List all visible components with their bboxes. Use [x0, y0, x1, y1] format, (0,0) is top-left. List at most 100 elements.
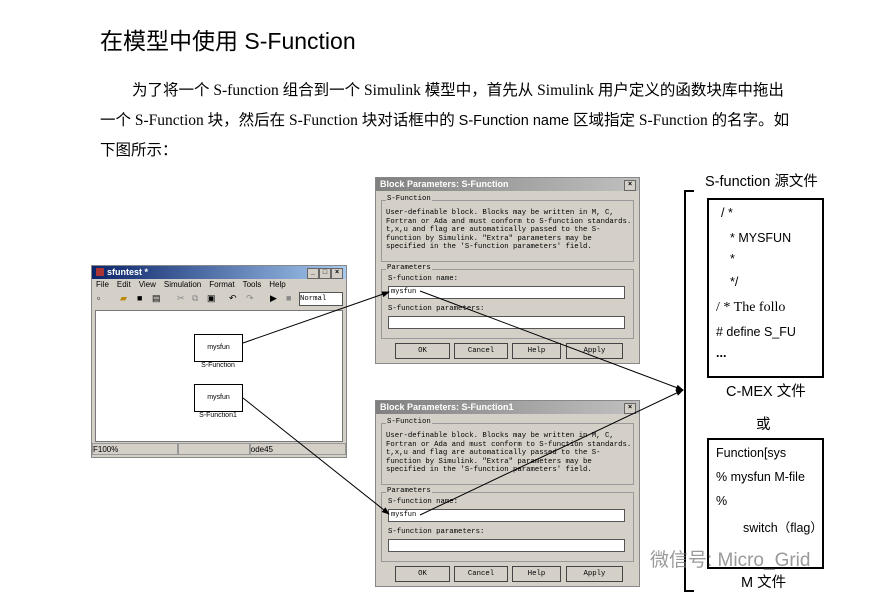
block-label: S-Function1: [199, 412, 237, 419]
menu-edit[interactable]: Edit: [116, 280, 131, 289]
params-label: S-function parameters:: [388, 305, 485, 313]
text: 区域指定 S-Function 的名字。如: [569, 112, 790, 129]
title-bar: Block Parameters: S-Function ×: [376, 178, 639, 191]
arrow: [419, 389, 684, 516]
menu-bar: File Edit View Simulation Format Tools Help: [92, 279, 346, 291]
close-button[interactable]: ×: [624, 403, 636, 414]
redo-icon[interactable]: ↷: [246, 293, 254, 303]
description-text: User-definable block. Blocks may be writ…: [386, 432, 632, 475]
sfunction-name-input[interactable]: mysfun: [388, 509, 625, 522]
menu-format[interactable]: Format: [209, 280, 235, 289]
stop-icon[interactable]: ■: [286, 293, 292, 303]
menu-view[interactable]: View: [138, 280, 156, 289]
apply-button[interactable]: Apply: [566, 343, 623, 359]
status-zoom: F100%: [92, 443, 179, 455]
status-empty: [178, 443, 250, 455]
menu-simulation[interactable]: Simulation: [163, 280, 202, 289]
paragraph-line-1: 为了将一个 S-function 组合到一个 Simulink 模型中，首先从 …: [132, 82, 784, 99]
watermark: 微信号: Micro_Grid: [650, 550, 811, 571]
cmex-code-box: / * * MYSFUN * */ / * The follo # define…: [707, 198, 824, 378]
code-line: * MYSFUN: [730, 231, 792, 245]
arrow: [242, 397, 390, 515]
model-window: sfuntest * _□× File Edit View Simulation For…: [91, 265, 347, 458]
source-heading: S-function 源文件: [705, 174, 818, 190]
block-label: S-Function: [201, 362, 235, 369]
group-label: S-Function: [386, 418, 432, 426]
cmex-label: C-MEX 文件: [726, 384, 806, 400]
help-button[interactable]: Help: [512, 566, 561, 582]
new-icon[interactable]: ▫: [97, 293, 101, 303]
description-text: User-definable block. Blocks may be writ…: [386, 209, 632, 252]
simulink-icon: [96, 268, 104, 276]
sfunction-parameters-input[interactable]: [388, 316, 625, 329]
name-label: S-function name:: [388, 498, 459, 506]
code-line: # define S_FU: [716, 325, 796, 339]
code-line: %: [716, 494, 728, 508]
group-label: Parameters: [386, 487, 432, 495]
menu-file[interactable]: File: [96, 280, 109, 289]
code-line: ...: [716, 346, 727, 360]
params-label: S-function parameters:: [388, 528, 485, 536]
emphasis: S-Function name: [458, 113, 570, 129]
dialog-title: Block Parameters: S-Function1: [380, 402, 514, 412]
start-icon[interactable]: ▶: [270, 293, 277, 303]
close-button[interactable]: ×: [331, 268, 343, 279]
cut-icon[interactable]: ✂: [177, 293, 185, 303]
paste-icon[interactable]: ▣: [207, 293, 216, 303]
help-button[interactable]: Help: [512, 343, 561, 359]
arrow: [419, 290, 684, 391]
apply-button[interactable]: Apply: [566, 566, 623, 582]
status-bar: F100% ode45: [92, 443, 346, 455]
m-file-label: M 文件: [741, 575, 787, 591]
group-label: Parameters: [386, 264, 432, 272]
code-line: / * The follo: [716, 300, 786, 315]
print-icon[interactable]: ▤: [152, 293, 161, 303]
block-parameters-dialog-1: Block Parameters: S-Function × S-Function…: [375, 177, 640, 364]
sfunction-parameters-input[interactable]: [388, 539, 625, 552]
page-title: 在模型中使用 S-Function: [100, 28, 356, 54]
or-label: 或: [756, 417, 771, 433]
parameters-group: Parameters S-function name: mysfun S-fun…: [381, 487, 634, 562]
ok-button[interactable]: OK: [395, 566, 450, 582]
menu-tools[interactable]: Tools: [242, 280, 262, 289]
sfunction-block[interactable]: mysfun: [194, 334, 243, 362]
window-title: sfuntest *: [107, 267, 149, 277]
code-line: % mysfun M-file: [716, 470, 805, 484]
ok-button[interactable]: OK: [395, 343, 450, 359]
arrow: [242, 291, 390, 344]
paragraph-line-2: 一个 S-Function 块，然后在 S-Function 块对话框中的 S-…: [100, 108, 789, 130]
status-solver: ode45: [249, 443, 346, 455]
save-icon[interactable]: ■: [137, 293, 143, 303]
group-label: S-Function: [386, 195, 432, 203]
code-line: / *: [721, 206, 733, 220]
copy-icon[interactable]: ⧉: [192, 293, 199, 303]
code-line: switch（flag）: [743, 521, 823, 535]
name-label: S-function name:: [388, 275, 459, 283]
description-group: S-Function User-definable block. Blocks …: [381, 195, 634, 262]
code-line: *: [730, 252, 735, 266]
dialog-title: Block Parameters: S-Function: [380, 179, 509, 189]
sfunction-name-input[interactable]: mysfun: [388, 286, 625, 299]
maximize-button[interactable]: □: [319, 268, 331, 279]
sfunction1-block[interactable]: mysfun: [194, 384, 243, 412]
sim-mode-select[interactable]: Normal: [299, 292, 343, 306]
cancel-button[interactable]: Cancel: [454, 343, 508, 359]
menu-help[interactable]: Help: [269, 280, 286, 289]
code-line: Function[sys: [716, 446, 787, 460]
toolbar: ▫ ▰ ■ ▤ ✂ ⧉ ▣ ↶ ↷ ▶ ■ Normal: [92, 291, 346, 307]
paragraph-line-3: 下图所示：: [100, 142, 178, 159]
close-button[interactable]: ×: [624, 180, 636, 191]
open-icon[interactable]: ▰: [120, 293, 127, 303]
undo-icon[interactable]: ↶: [229, 293, 237, 303]
bracket: [684, 190, 694, 592]
model-canvas: mysfun S-Function mysfun S-Function1: [95, 310, 343, 442]
parameters-group: Parameters S-function name: mysfun S-fun…: [381, 264, 634, 339]
code-line: */: [730, 275, 739, 289]
m-file-code-box: Function[sys % mysfun M-file % switch（fl…: [707, 438, 824, 569]
title-bar: sfuntest * _□×: [92, 266, 346, 279]
minimize-button[interactable]: _: [307, 268, 319, 279]
cancel-button[interactable]: Cancel: [454, 566, 508, 582]
title-bar: Block Parameters: S-Function1 ×: [376, 401, 639, 414]
text: 一个 S-Function 块，然后在 S-Function 块对话框中的: [100, 112, 459, 129]
